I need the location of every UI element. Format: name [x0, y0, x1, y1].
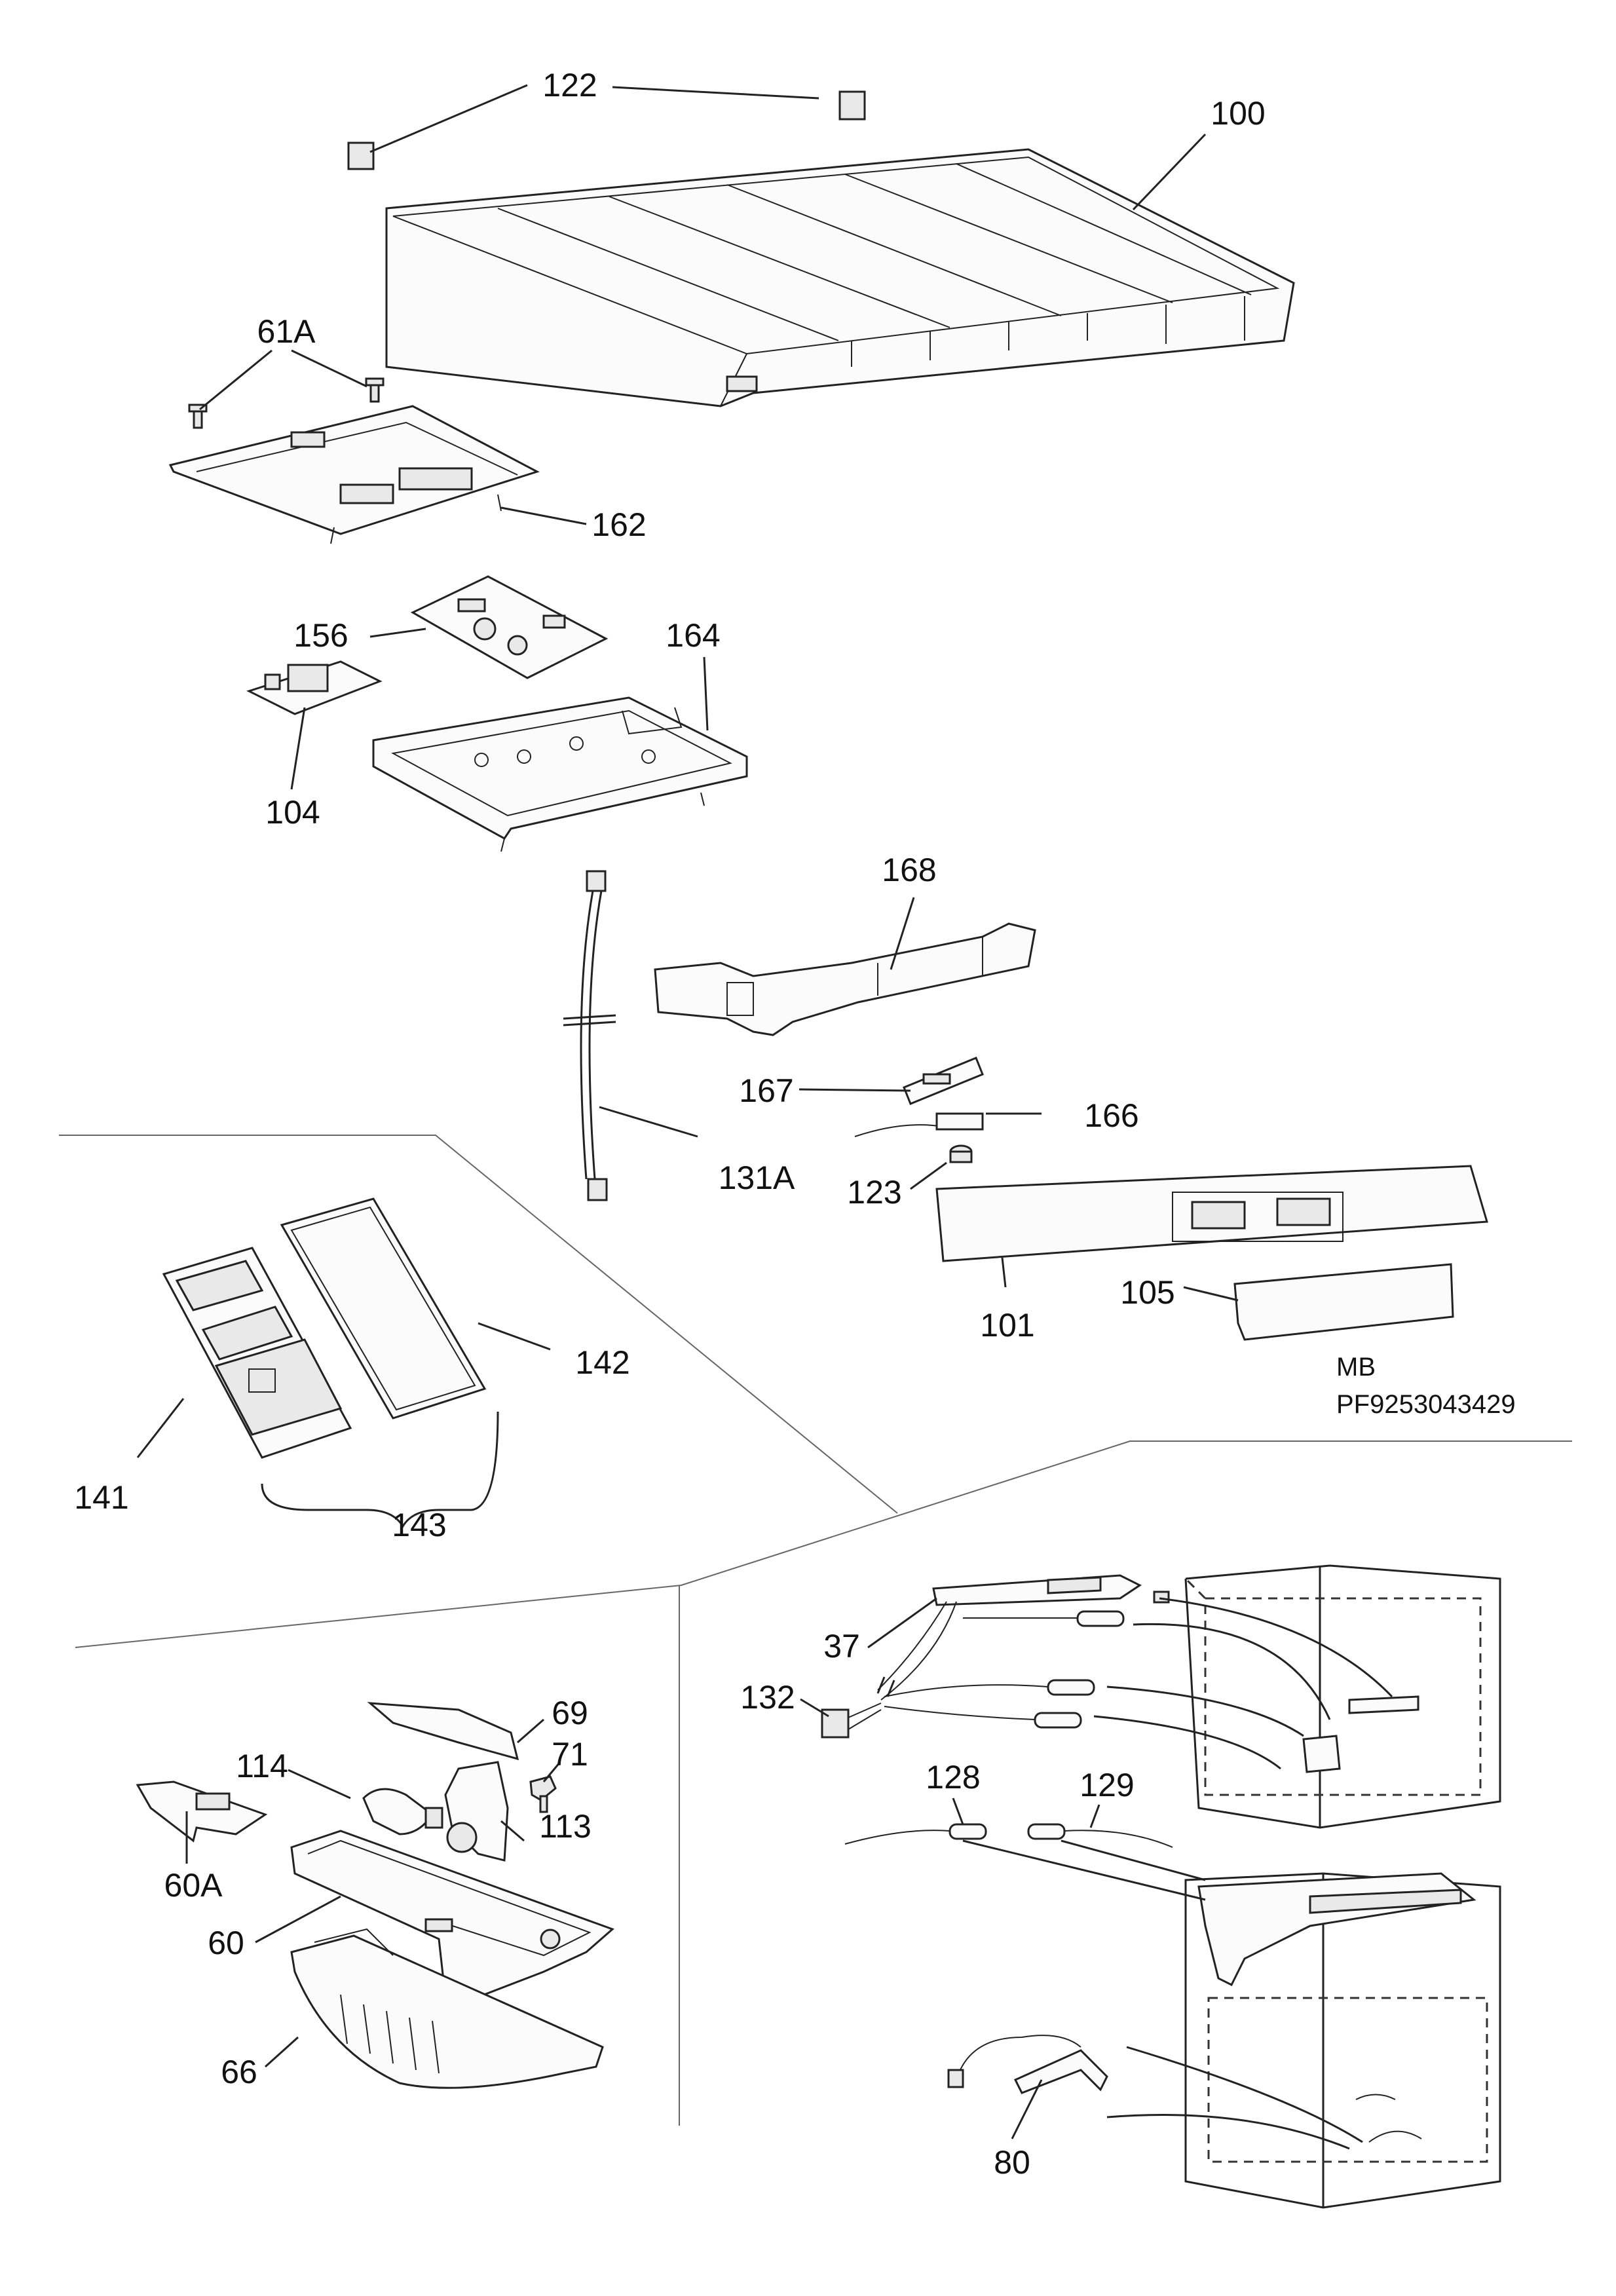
- callout-123: 123: [847, 1174, 901, 1211]
- top-cover-100: [385, 148, 1295, 407]
- lamp-114: [362, 1788, 443, 1835]
- model-reference: MB PF9253043429: [1336, 1353, 1516, 1419]
- callout-128: 128: [926, 1759, 980, 1796]
- callout-100: 100: [1211, 95, 1265, 132]
- section-dividers: [59, 1135, 1572, 2126]
- wire-harness-131A: [563, 870, 616, 1201]
- model-line-1: MB: [1336, 1353, 1376, 1382]
- callout-114: 114: [236, 1748, 288, 1784]
- screw-61A-left: [188, 404, 208, 429]
- sensor-129: [1027, 1823, 1173, 1848]
- leader-lines: [136, 84, 1239, 2139]
- callout-167: 167: [739, 1072, 793, 1109]
- light-board-141: [162, 1247, 352, 1459]
- lamp-housing-60: [290, 1830, 614, 2006]
- screw-61A-right: [365, 377, 385, 403]
- grommet-123: [949, 1144, 973, 1163]
- callout-162: 162: [592, 506, 646, 543]
- sensor-holder-167: [903, 1057, 984, 1105]
- bracket-60A: [136, 1780, 268, 1843]
- board-housing-164: [372, 696, 748, 852]
- callout-168: 168: [882, 852, 936, 888]
- callout-71: 71: [552, 1736, 588, 1773]
- callout-164: 164: [666, 617, 720, 654]
- cover-69: [367, 1702, 519, 1761]
- freezer-cabinet: [1184, 1564, 1501, 1829]
- clip-122-left: [347, 141, 375, 170]
- callout-143: 143: [392, 1507, 446, 1543]
- lamp-holder-113: [444, 1761, 509, 1862]
- model-line-2: PF9253043429: [1336, 1390, 1516, 1419]
- sensor-166: [854, 1112, 984, 1137]
- brace-143: [261, 1411, 499, 1528]
- sensor-harness-37-132: [821, 1574, 1170, 1739]
- front-panel-101: [935, 1165, 1488, 1262]
- lens-142: [280, 1197, 487, 1420]
- callout-129: 129: [1080, 1767, 1134, 1803]
- control-board-156: [410, 575, 609, 679]
- routing-arrows: [1093, 1597, 1419, 1773]
- callout-105: 105: [1120, 1274, 1174, 1311]
- fridge-cabinet: [1184, 1872, 1501, 2209]
- callout-142: 142: [575, 1344, 629, 1381]
- callout-122: 122: [542, 67, 597, 104]
- grille-cover-66: [290, 1928, 604, 2089]
- clip-122-right: [838, 90, 866, 121]
- callout-141: 141: [74, 1479, 128, 1516]
- sensor-holder-80: [947, 2035, 1363, 2150]
- callout-61A: 61A: [257, 313, 316, 350]
- trim-105: [1233, 1263, 1454, 1341]
- callout-labels: 122 100 61A 162 156 164 104 168 167 166 …: [74, 67, 1265, 2181]
- cover-plate-162: [168, 405, 540, 544]
- callout-156: 156: [293, 617, 348, 654]
- callout-131A: 131A: [719, 1159, 795, 1196]
- screw-71: [529, 1775, 557, 1813]
- callout-104: 104: [265, 794, 320, 831]
- callout-113: 113: [539, 1808, 592, 1845]
- callout-60A: 60A: [164, 1867, 223, 1904]
- callout-37: 37: [823, 1628, 860, 1665]
- callout-132: 132: [740, 1679, 795, 1716]
- callout-80: 80: [994, 2144, 1030, 2181]
- callout-69: 69: [552, 1695, 588, 1731]
- small-board-104: [246, 660, 383, 715]
- callout-166: 166: [1084, 1097, 1138, 1134]
- bracket-168: [654, 922, 1036, 1036]
- callout-101: 101: [980, 1307, 1034, 1344]
- sensor-128: [844, 1823, 987, 1845]
- callout-66: 66: [221, 2054, 257, 2090]
- callout-60: 60: [208, 1925, 244, 1961]
